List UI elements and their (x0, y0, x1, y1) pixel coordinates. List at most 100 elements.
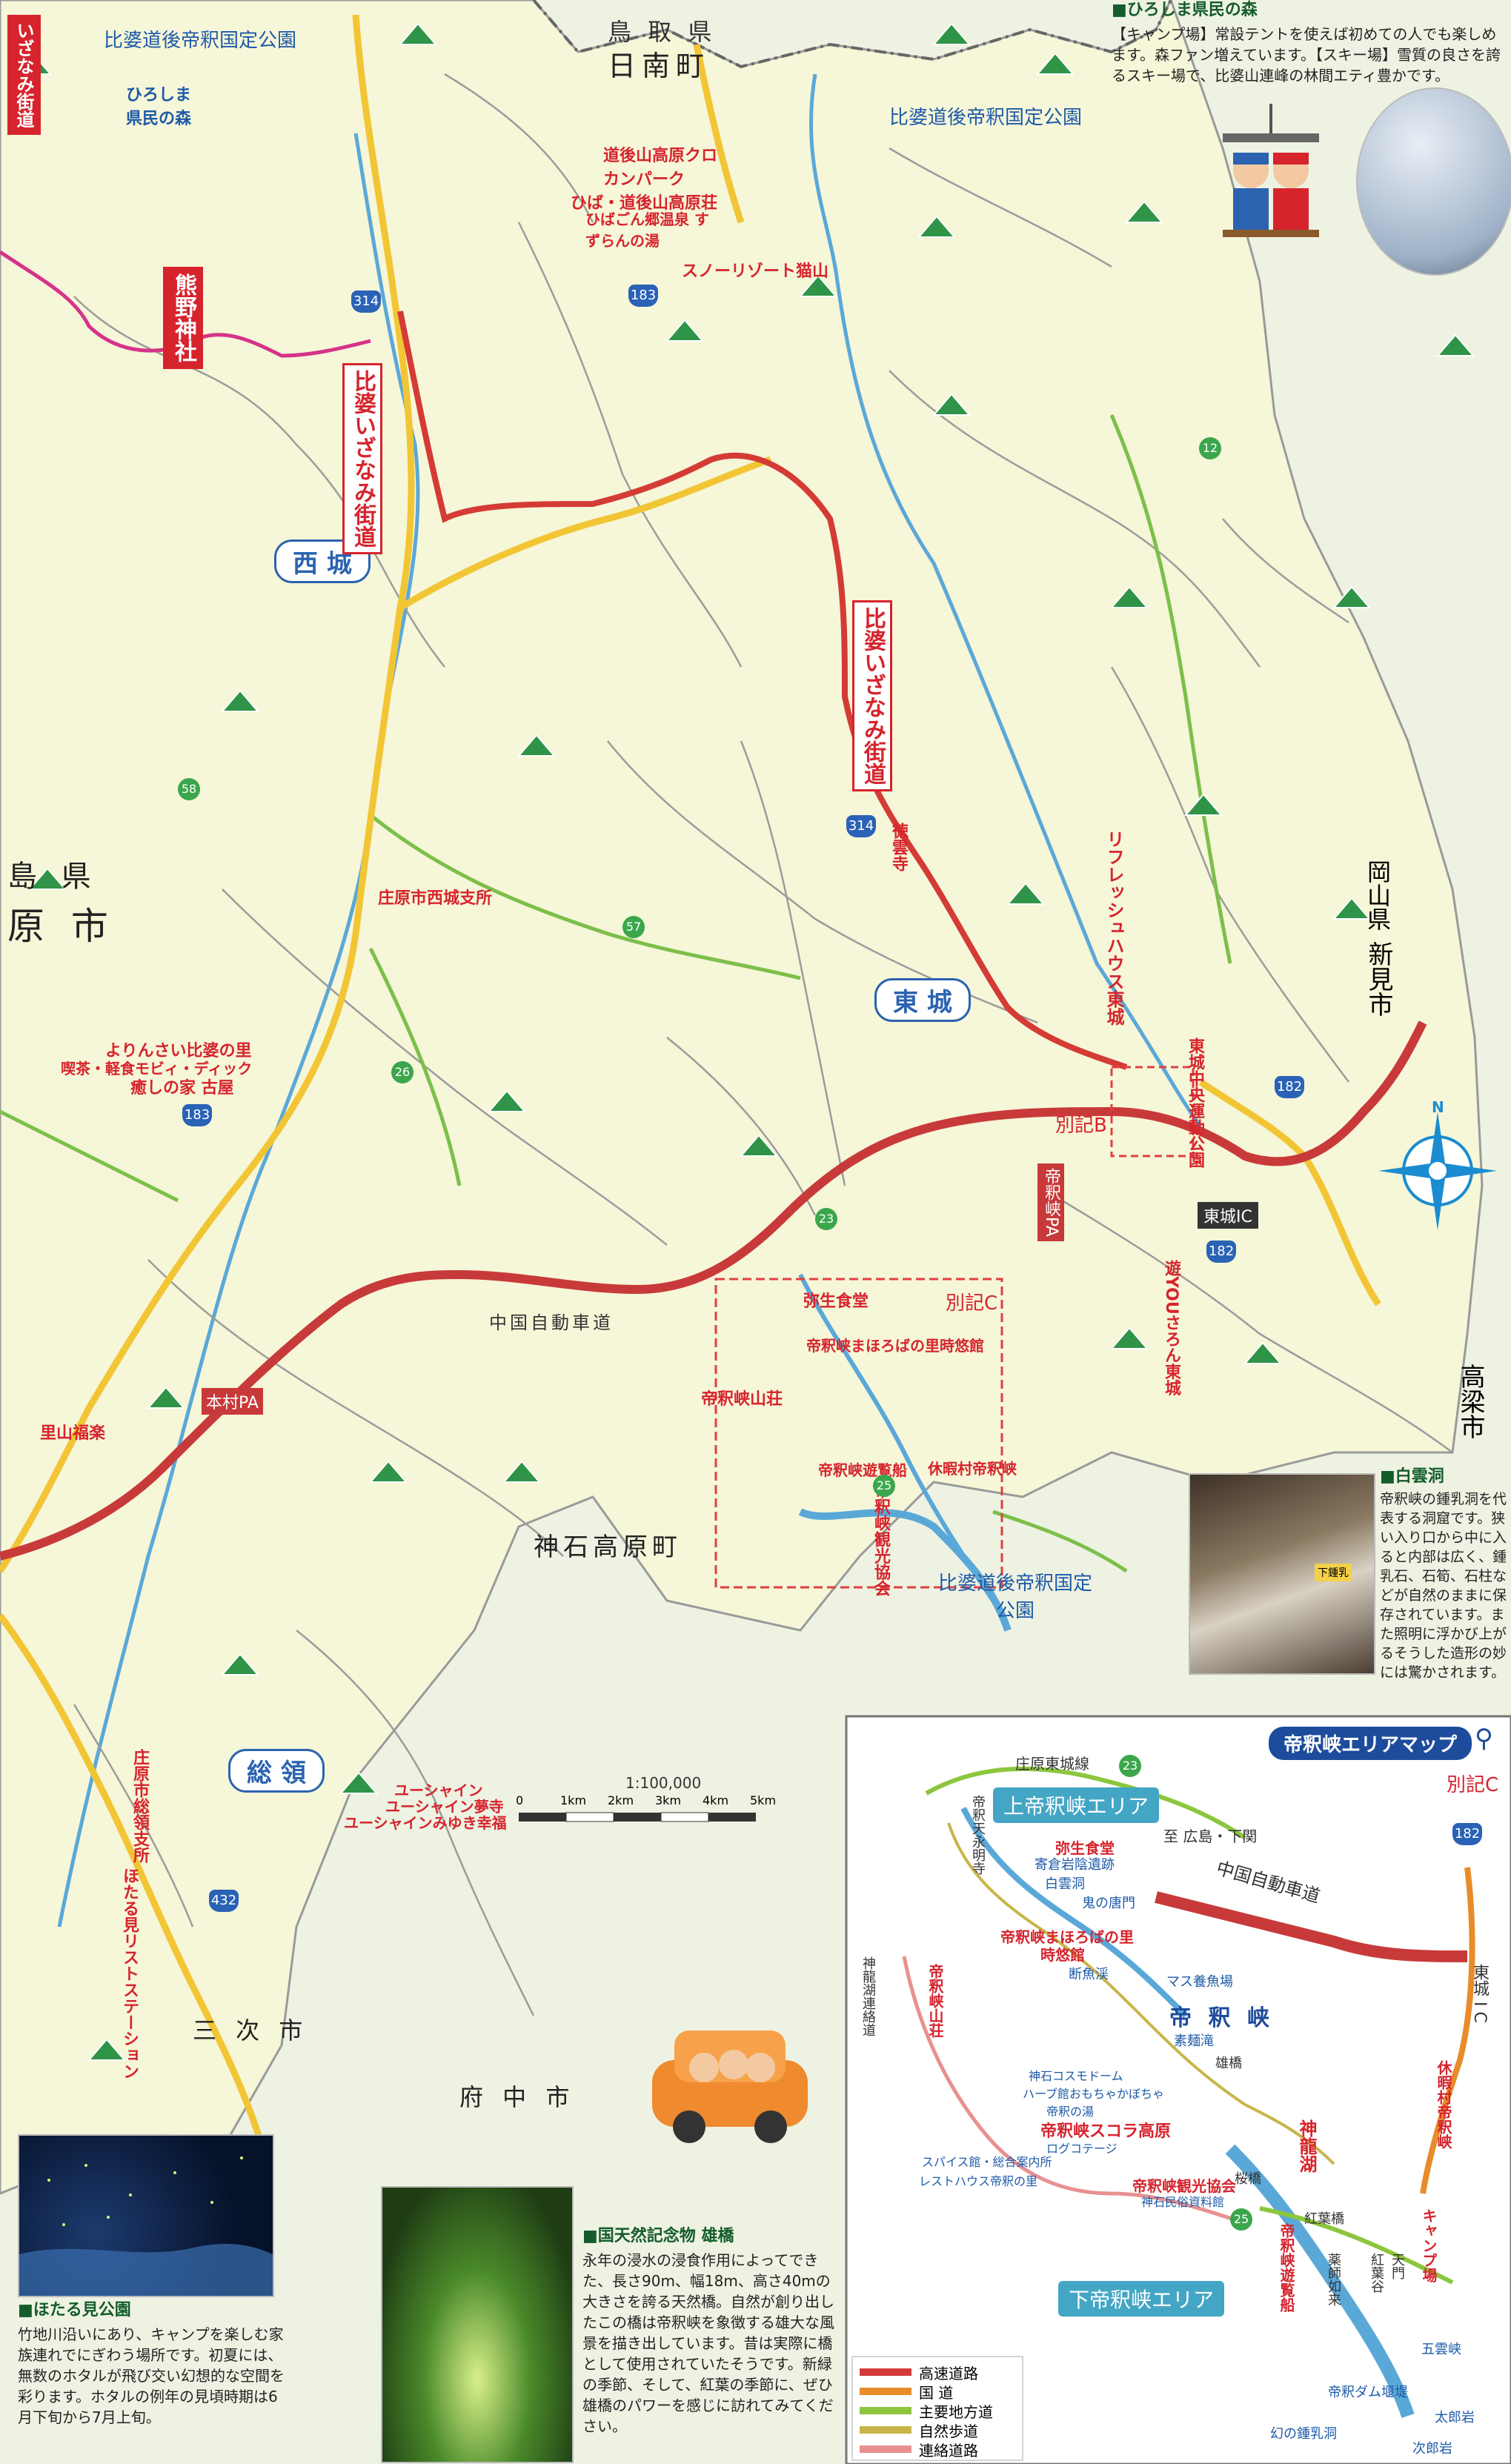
inset-tojo-ic: 東城 I C (1470, 1964, 1489, 2023)
label-takahashi-city: 高梁市 (1455, 1364, 1485, 1439)
inset-spice: スパイス館・総合案内所 (922, 2155, 1052, 2169)
inset-kankokyokai: 帝釈峡観光協会 (1132, 2177, 1236, 2195)
label-niimi-city: 新見市 (1364, 941, 1393, 1017)
legend-row: 国 道 (860, 2382, 1018, 2402)
place-hiba-dogoyama: ひば・道後山高原荘 (571, 194, 718, 213)
route-sign-57: 57 (622, 916, 645, 938)
place-satoyama: 里山福楽 (40, 1424, 106, 1443)
place-snow-resort: スノーリゾート猫山 (682, 262, 829, 281)
inset-kiyoyama: 寄倉岩陰遺跡 (1035, 1857, 1115, 1873)
inset-camp: キャンプ場 (1420, 2208, 1438, 2282)
place-tojo-you: 遊YOUさろん東城 (1162, 1260, 1180, 1396)
scale-tick-2: 2km (608, 1793, 634, 1807)
betsuki-b-box (1110, 1066, 1195, 1158)
inset-betsuki-c: 別記C (1447, 1774, 1499, 1796)
legend-row: 高速道路 (860, 2362, 1018, 2382)
hotaru-park-text: 竹地川沿いにあり、キャンプを楽しむ家族連れでにぎわう場所です。初夏には、無数のホ… (18, 2325, 285, 2426)
label-tottori-pref: 鳥 取 県 (608, 18, 717, 46)
label-jinseki-kogen: 神石高原町 (534, 1532, 682, 1562)
hiroshima-forest-info: ■ひろしま県民の森 【キャンプ場】常設テントを使えば初めての人でも楽しめます。森… (1112, 0, 1511, 86)
route-sign-314-2: 314 (846, 815, 876, 837)
legend-swatch (860, 2407, 911, 2414)
inset-resthouse: レストハウス帝釈の里 (919, 2174, 1038, 2188)
place-yayoi-shokudo: 弥生食堂 (803, 1292, 869, 1311)
inset-chinkazan: 紅葉谷 (1369, 2253, 1384, 2293)
inset-masu: マス養魚場 (1166, 1974, 1233, 1990)
inset-herb: ハーブ館おもちゃかぼちゃ (1023, 2087, 1165, 2101)
ondobashi-info: ■国天然記念物 雄橋 永年の浸水の浸食作用によってできた、長さ90m、幅18m、… (582, 2226, 842, 2437)
place-yushain-miyuki: ユーシャインみゆき幸福 (344, 1814, 507, 1832)
inset-upper-area: 上帝釈峡エリア (993, 1787, 1160, 1823)
legend-row: 主要地方道 (860, 2401, 1018, 2421)
hakuun-cave-info: ■白雲洞 帝釈峡の鍾乳洞を代表する洞窟です。狭い入り口から中に入ると内部は広く、… (1380, 1467, 1511, 1682)
inset-lower-area: 下帝釈峡エリア (1058, 2281, 1225, 2317)
place-hiroshima-kenmin: ひろしま県民の森 (126, 86, 192, 128)
inset-route-23: 23 (1119, 1755, 1141, 1777)
scale-bar (519, 1812, 756, 1822)
inset-oni-gate: 鬼の唐門 (1082, 1896, 1135, 1911)
label-hiroshima-pref: 島 県 (7, 860, 99, 894)
inset-log: ログコテージ (1046, 2142, 1118, 2156)
mountain-markers (13, 22, 1475, 2061)
label-fuchu-city: 府 中 市 (459, 2083, 576, 2111)
route-sign-182-2: 182 (1206, 1241, 1236, 1263)
inset-to-hiroshima: 至 広島・下関 (1163, 1827, 1258, 1845)
label-honmura-pa: 本村PA (202, 1388, 263, 1415)
legend-label: 国 道 (919, 2383, 954, 2402)
hotaru-park-photo (18, 2134, 274, 2297)
place-yuransen: 帝釈峡遊覧船 (818, 1461, 907, 1479)
label-kumano-jinja: 熊野神社 (163, 267, 203, 369)
legend-swatch (860, 2368, 911, 2376)
ondobashi-title: ■国天然記念物 雄橋 (582, 2227, 734, 2245)
hiroshima-forest-title: ■ひろしま県民の森 (1112, 1, 1258, 19)
inset-danjo: 断魚渓 (1069, 1967, 1109, 1982)
legend-swatch (860, 2388, 911, 2395)
inset-sourai: 素麺滝 (1174, 2033, 1214, 2049)
hakuun-cave-text: 帝釈峡の鍾乳洞を代表する洞窟です。狭い入り口から中に入ると内部は広く、鍾乳石、石… (1380, 1491, 1507, 1681)
inset-taishakuji: 帝釈天永明寺 (970, 1795, 986, 1875)
place-yushain-yumeji: ユーシャイン夢寺 (385, 1798, 504, 1816)
route-sign-183: 183 (628, 285, 658, 307)
label-hiba-izanami-kaido-1: 比婆いざなみ街道 (342, 363, 382, 554)
legend-row: 自然歩道 (860, 2420, 1018, 2440)
hakuun-sign: 下鍾乳 (1315, 1564, 1352, 1581)
inset-taro: 太郎岩 (1435, 2410, 1475, 2425)
label-nichinan-town: 日南町 (608, 50, 711, 82)
inset-route-25: 25 (1230, 2208, 1252, 2231)
inset-ondobashi: 雄橋 (1215, 2056, 1242, 2071)
inset-cosmo: 神石コスモドーム (1029, 2069, 1123, 2083)
inset-goun: 五雲峡 (1421, 2342, 1461, 2357)
route-sign-12: 12 (1199, 437, 1221, 459)
place-dogoyama-kogen: 道後山高原クロカンパーク (603, 147, 718, 189)
legend-label: 連絡道路 (919, 2441, 978, 2460)
district-tojo: 東 城 (874, 978, 971, 1022)
legend-label: 自然歩道 (919, 2422, 978, 2440)
inset-map-title: 帝釈峡エリアマップ (1269, 1727, 1472, 1760)
hakuun-cave-title: ■白雲洞 (1380, 1467, 1444, 1486)
inset-hakuun: 白雲洞 (1045, 1876, 1085, 1892)
label-izanami-top-left: いざなみ街道 (7, 15, 41, 135)
inset-magnifier-icon: ⚲ (1475, 1724, 1493, 1753)
inset-sakurabashi: 桜橋 (1235, 2171, 1261, 2187)
chugoku-expressway (0, 1020, 1427, 1561)
river (809, 73, 1203, 1128)
inset-legend: 高速道路 国 道 主要地方道 自然歩道 連絡道路 (860, 2362, 1018, 2460)
park-label-south: 比婆道後帝釈国定公園 (937, 1573, 1092, 1622)
place-refresh-house: リフレッシュハウス東城 (1103, 830, 1124, 1026)
route-sign-314: 314 (351, 290, 381, 313)
river (798, 1508, 1012, 1632)
inset-minzoku: 神石民俗資料館 (1141, 2195, 1225, 2209)
place-iyashi-ie: 癒しの家 古屋 (130, 1079, 234, 1097)
compass-rose (1378, 1112, 1497, 1230)
taishakukyo-highlight-box (714, 1278, 1003, 1589)
scale-ratio: 1:100,000 (625, 1774, 702, 1792)
ski-lift-illustration (1215, 104, 1326, 252)
inset-taishaku-sanso: 帝釈峡山荘 (926, 1964, 944, 2038)
district-soryo: 総 領 (228, 1749, 325, 1793)
prefecture-border (532, 0, 1172, 69)
inset-gorge: 帝 釈 峡 (1169, 2005, 1274, 2031)
route-sign-26: 26 (391, 1061, 414, 1083)
legend-label: 主要地方道 (919, 2402, 993, 2421)
izanami-kaido-road (397, 311, 1128, 1070)
